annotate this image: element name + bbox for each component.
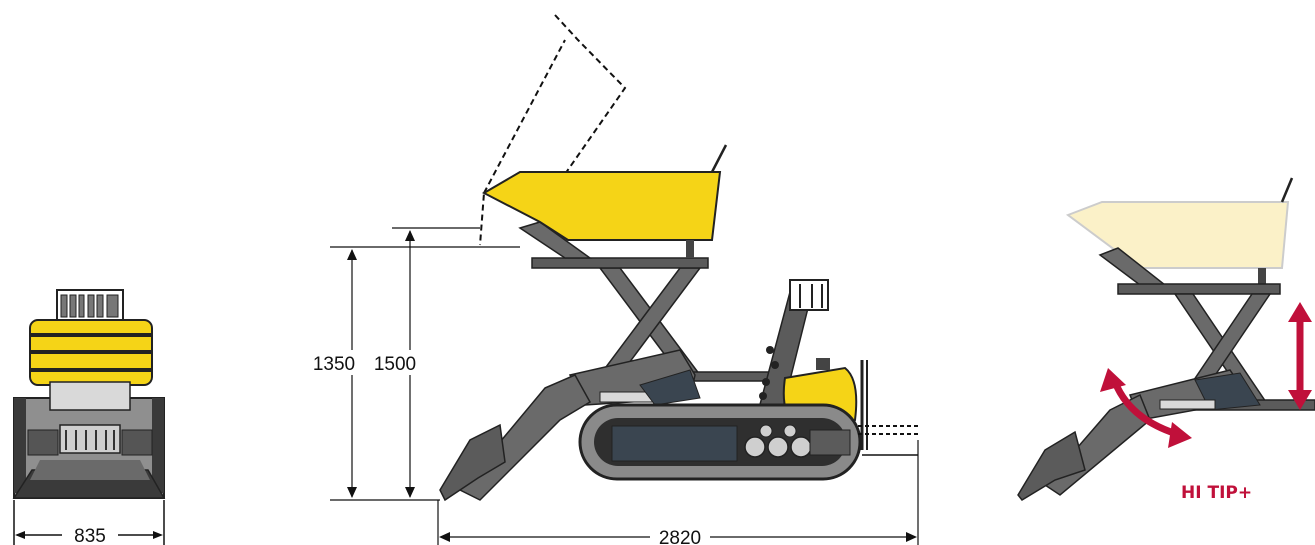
front-cab-cage bbox=[56, 289, 124, 321]
width-label: 835 bbox=[74, 526, 106, 545]
width-dimension: 835 bbox=[13, 500, 165, 545]
detail-shovel bbox=[1017, 430, 1086, 501]
shovel-bucket bbox=[439, 423, 506, 502]
front-chassis bbox=[12, 381, 166, 499]
front-view: 835 bbox=[12, 289, 166, 545]
length-dimension: 2820 bbox=[437, 440, 919, 545]
faded-bucket bbox=[1065, 201, 1290, 269]
scissor-lift bbox=[518, 221, 709, 376]
hi-tip-detail: HI TIP+ bbox=[1017, 177, 1315, 503]
loader-arm bbox=[439, 349, 791, 502]
hi-tip-label: HI TIP+ bbox=[1181, 483, 1252, 503]
height-low-label: 1350 bbox=[313, 354, 355, 375]
height-dimensions: 1350 1500 bbox=[313, 227, 520, 501]
front-yellow-body bbox=[29, 319, 153, 386]
height-high-label: 1500 bbox=[374, 354, 416, 375]
raised-bucket-outline bbox=[479, 14, 627, 246]
rear-extension bbox=[858, 425, 918, 456]
length-label: 2820 bbox=[659, 528, 701, 545]
lift-arrow-icon bbox=[1288, 302, 1312, 410]
side-view: 1350 1500 2820 bbox=[313, 14, 919, 545]
crawler-track bbox=[578, 403, 862, 481]
side-bucket bbox=[481, 144, 728, 258]
tilt-arrow-icon bbox=[1100, 368, 1192, 448]
operator-column bbox=[757, 279, 829, 421]
